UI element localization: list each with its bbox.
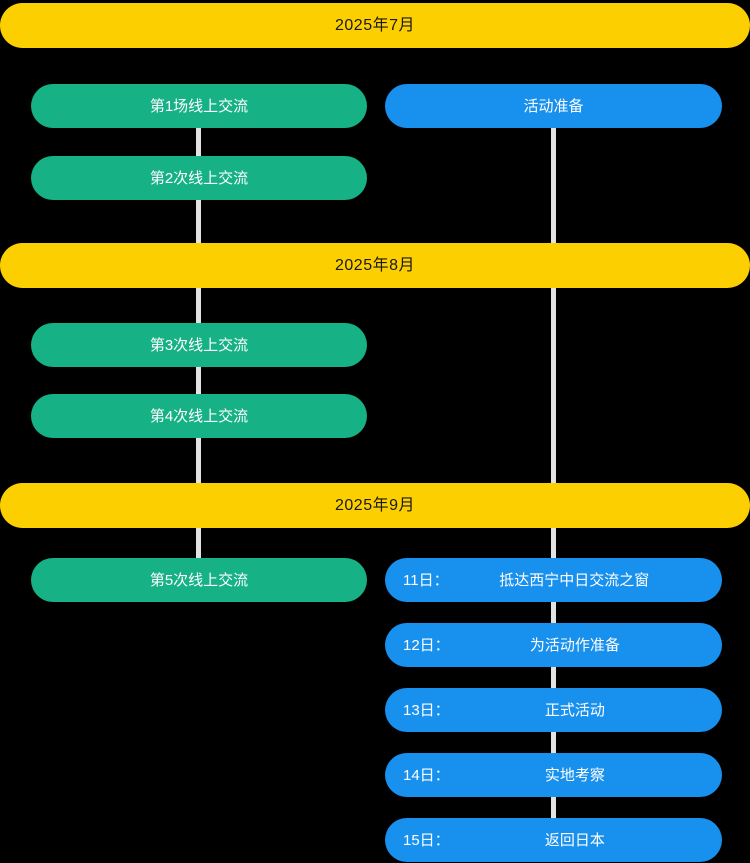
connector-line-left-track-2 bbox=[196, 525, 201, 583]
milestone-online-exchange-5[interactable]: 第5次线上交流 bbox=[31, 558, 367, 602]
milestone-date: 13日： bbox=[403, 701, 450, 719]
milestone-date: 11日： bbox=[403, 571, 449, 589]
milestone-online-exchange-2[interactable]: 第2次线上交流 bbox=[31, 156, 367, 200]
milestone-day-14[interactable]: 14日： 实地考察 bbox=[385, 753, 722, 797]
month-label: 2025年8月 bbox=[335, 256, 415, 274]
month-banner-2025-09: 2025年9月 bbox=[0, 483, 750, 528]
milestone-label: 第1场线上交流 bbox=[149, 97, 249, 115]
milestone-label: 第4次线上交流 bbox=[149, 407, 249, 425]
month-label: 2025年7月 bbox=[335, 16, 415, 34]
milestone-label: 第5次线上交流 bbox=[149, 571, 249, 589]
milestone-event-preparation[interactable]: 活动准备 bbox=[385, 84, 722, 128]
month-banner-2025-07: 2025年7月 bbox=[0, 3, 750, 48]
month-banner-2025-08: 2025年8月 bbox=[0, 243, 750, 288]
milestone-date: 15日： bbox=[403, 831, 450, 849]
milestone-label: 第3次线上交流 bbox=[149, 336, 249, 354]
milestone-date: 12日： bbox=[403, 636, 450, 654]
connector-line-right-track-2 bbox=[551, 525, 556, 845]
milestone-label: 抵达西宁中日交流之窗 bbox=[499, 571, 650, 589]
milestone-label: 活动准备 bbox=[523, 97, 584, 115]
milestone-label: 实地考察 bbox=[544, 766, 605, 784]
milestone-online-exchange-1[interactable]: 第1场线上交流 bbox=[31, 84, 367, 128]
milestone-day-13[interactable]: 13日： 正式活动 bbox=[385, 688, 722, 732]
milestone-label: 返回日本 bbox=[544, 831, 605, 849]
milestone-date: 14日： bbox=[403, 766, 450, 784]
milestone-label: 为活动作准备 bbox=[529, 636, 620, 654]
milestone-day-11[interactable]: 11日： 抵达西宁中日交流之窗 bbox=[385, 558, 722, 602]
connector-line-right-track-1 bbox=[551, 106, 556, 487]
connector-line-left-track-1 bbox=[196, 106, 201, 487]
month-label: 2025年9月 bbox=[335, 496, 415, 514]
milestone-day-12[interactable]: 12日： 为活动作准备 bbox=[385, 623, 722, 667]
milestone-online-exchange-3[interactable]: 第3次线上交流 bbox=[31, 323, 367, 367]
milestone-day-15[interactable]: 15日： 返回日本 bbox=[385, 818, 722, 862]
milestone-online-exchange-4[interactable]: 第4次线上交流 bbox=[31, 394, 367, 438]
milestone-label: 第2次线上交流 bbox=[149, 169, 249, 187]
milestone-label: 正式活动 bbox=[544, 701, 605, 719]
